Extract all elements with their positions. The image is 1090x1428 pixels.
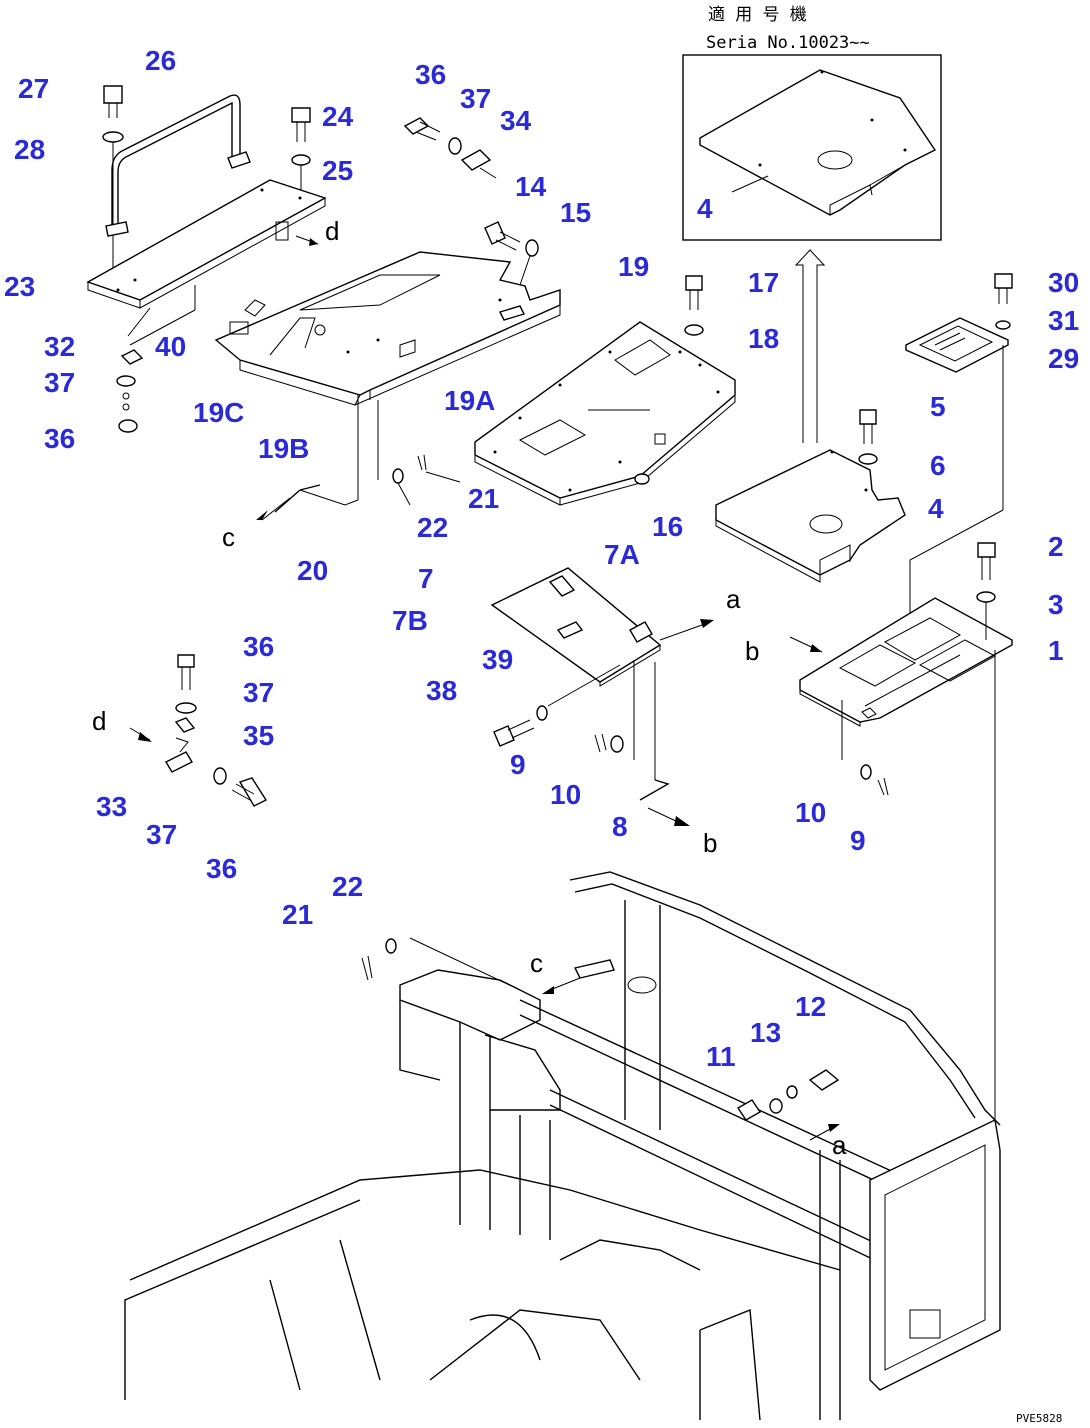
callout-7A: 7A: [604, 539, 640, 570]
letter-a-lower: a: [832, 1130, 847, 1160]
callout-29: 29: [1048, 343, 1079, 374]
callout-11: 11: [706, 1041, 736, 1072]
callout-37-left: 37: [44, 367, 75, 398]
callout-21-upper: 21: [468, 483, 499, 514]
callout-18: 18: [748, 323, 779, 354]
callout-20: 20: [297, 555, 328, 586]
callout-39: 39: [482, 644, 513, 675]
callout-37-mid: 37: [243, 677, 274, 708]
callout-30: 30: [1048, 267, 1079, 298]
hardware-33-37: [129, 654, 268, 807]
callout-17: 17: [748, 267, 779, 298]
callout-24: 24: [322, 101, 354, 132]
callout-23: 23: [4, 271, 35, 302]
callout-labels: 27 26 28 24 25 36 37 34 14 15 19 23 32 4…: [4, 45, 1079, 1072]
drawing-code: PVE5828: [1016, 1412, 1062, 1425]
callout-19A: 19A: [444, 385, 495, 416]
callout-2: 2: [1048, 531, 1064, 562]
callout-34: 34: [500, 105, 532, 136]
plate-29: [905, 273, 1013, 680]
callout-16: 16: [652, 511, 683, 542]
callout-7B: 7B: [392, 605, 428, 636]
serial-inset: 適 用 号 機 Seria No.10023~~: [682, 5, 942, 241]
letter-d-lower: d: [92, 706, 106, 736]
callout-25: 25: [322, 155, 353, 186]
callout-32: 32: [44, 331, 75, 362]
callout-4-inset: 4: [697, 193, 713, 224]
letter-d-upper: d: [325, 216, 339, 246]
callout-15: 15: [560, 197, 591, 228]
callout-19: 19: [618, 251, 649, 282]
callout-3: 3: [1048, 589, 1064, 620]
callout-37-top: 37: [460, 83, 491, 114]
callout-10-left: 10: [550, 779, 581, 810]
letter-c-lower: c: [530, 948, 543, 978]
inset-note-serial: Seria No.10023~~: [706, 33, 870, 53]
callout-19B: 19B: [258, 433, 309, 464]
callout-9-right: 9: [850, 825, 866, 856]
floor-frame-19: [214, 221, 561, 521]
callout-12: 12: [795, 991, 826, 1022]
callout-9-left: 9: [510, 749, 526, 780]
callout-13: 13: [750, 1017, 781, 1048]
callout-19C: 19C: [193, 397, 244, 428]
inset-arrow: [794, 249, 826, 443]
callout-10-right: 10: [795, 797, 826, 828]
callout-36-mid: 36: [243, 631, 274, 662]
letter-b-lower: b: [703, 828, 717, 858]
callout-31: 31: [1048, 305, 1079, 336]
plate-4: [715, 409, 906, 583]
callout-1: 1: [1048, 635, 1064, 666]
hardware-36-37-34: [403, 117, 497, 179]
handrail-assembly: [86, 85, 327, 433]
callout-6: 6: [930, 450, 946, 481]
inset-floor-plate-shape: [699, 69, 937, 216]
plate-16: [474, 275, 736, 506]
callout-27: 27: [18, 73, 49, 104]
callout-22-upper: 22: [417, 512, 448, 543]
callout-38: 38: [426, 675, 457, 706]
letter-c-upper: c: [222, 522, 235, 552]
callout-22-lower: 22: [332, 871, 363, 902]
plate-7: [490, 567, 714, 826]
callout-14: 14: [515, 171, 547, 202]
callout-4: 4: [928, 493, 944, 524]
callout-37-low: 37: [146, 819, 177, 850]
inset-frame: [682, 54, 942, 241]
callout-36-top: 36: [415, 59, 446, 90]
callout-33: 33: [96, 791, 127, 822]
callout-40: 40: [155, 331, 186, 362]
inset-note-title: 適 用 号 機: [708, 5, 807, 25]
letter-a-upper: a: [726, 584, 741, 614]
callout-28: 28: [14, 134, 45, 165]
callout-21-lower: 21: [282, 899, 313, 930]
callout-35: 35: [243, 720, 274, 751]
plate-1: [789, 542, 1013, 1120]
reference-letters: d c a b d b c a: [92, 216, 847, 1160]
panel-23-shape: [86, 179, 327, 301]
callout-8: 8: [612, 811, 628, 842]
callout-36-left: 36: [44, 423, 75, 454]
letter-b-upper: b: [745, 636, 759, 666]
callout-5: 5: [930, 391, 946, 422]
callout-7: 7: [418, 563, 434, 594]
callout-36-low: 36: [206, 853, 237, 884]
machine-frame: [124, 871, 1001, 1421]
callout-26: 26: [145, 45, 176, 76]
